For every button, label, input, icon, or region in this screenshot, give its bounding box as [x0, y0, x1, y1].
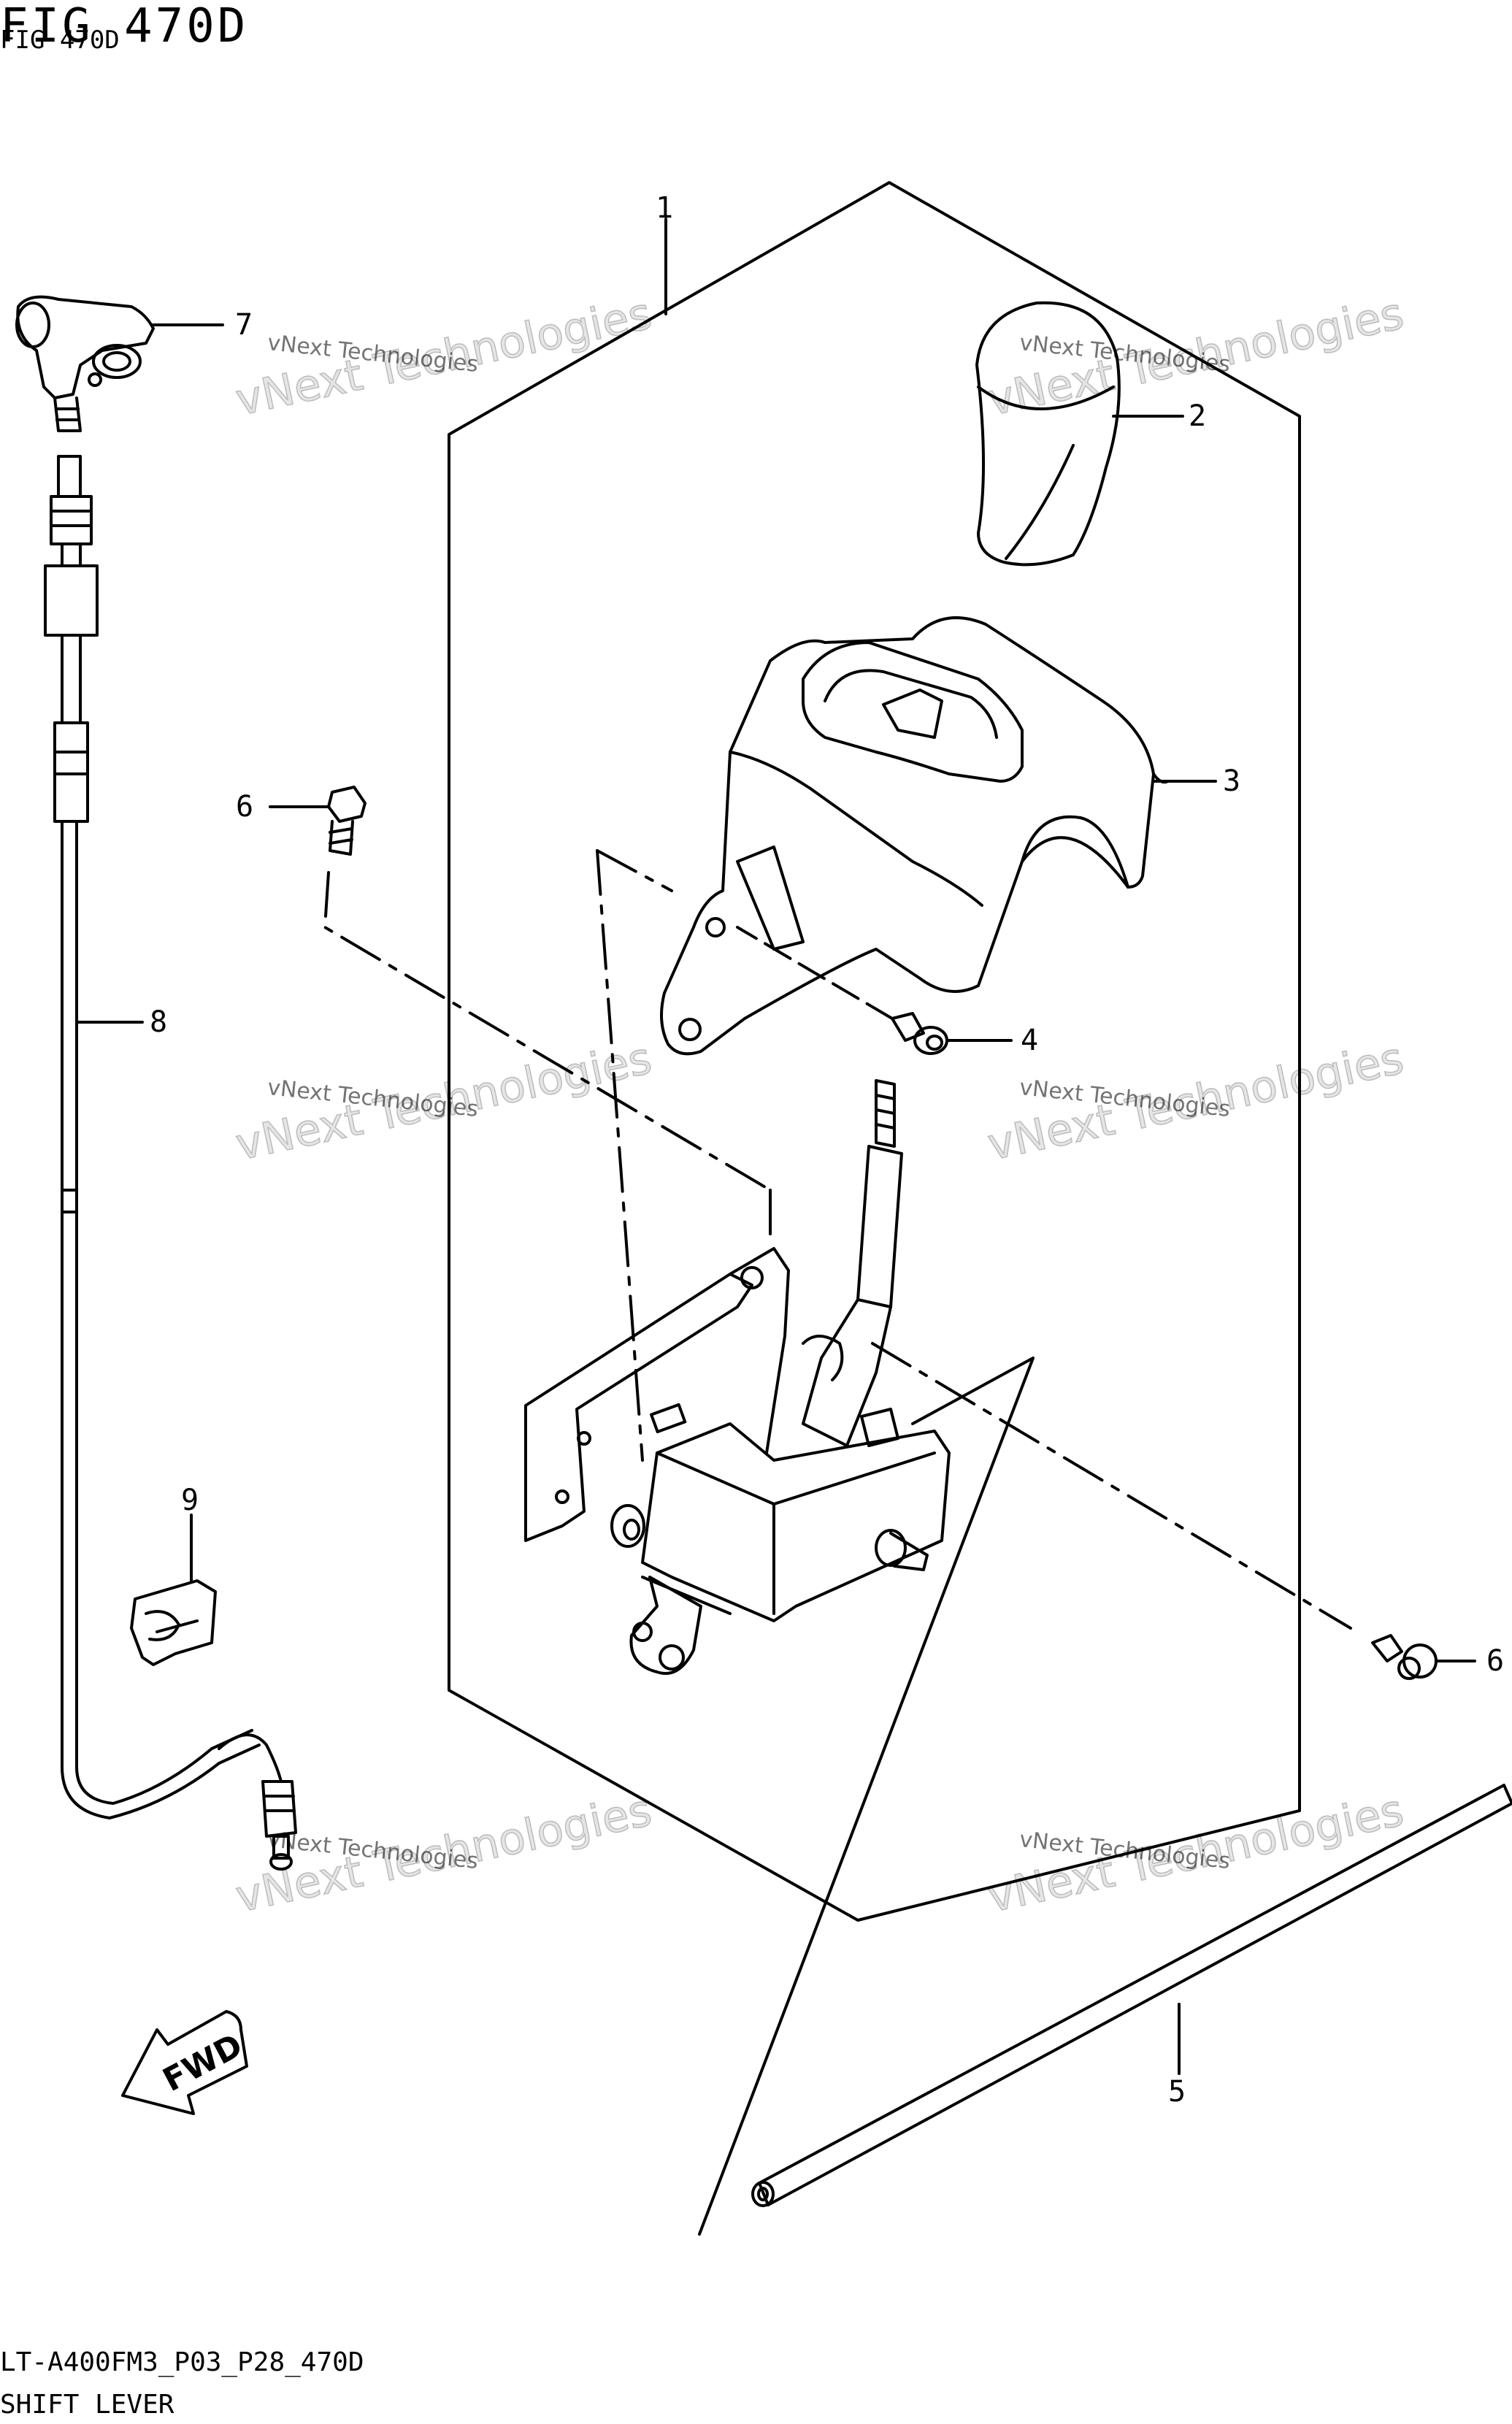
- cable-end-fitting: [15, 295, 224, 432]
- callout-4: 4: [1021, 1024, 1039, 1057]
- rod-5: [751, 1784, 1512, 2207]
- callout-7: 7: [235, 308, 253, 342]
- center-line-right: [871, 1342, 1352, 1630]
- bolt-6-lower: [1371, 1634, 1476, 1680]
- assembly-outline: [448, 181, 1301, 1922]
- callout-5: 5: [1168, 2075, 1186, 2109]
- center-line-left: [596, 849, 673, 1462]
- fwd-arrow: [121, 2010, 248, 2115]
- bolt-6-upper: [269, 786, 772, 1235]
- clip-9: [130, 1514, 217, 1666]
- rod-guide: [698, 1357, 1035, 2236]
- callout-6-lower: 6: [1486, 1644, 1505, 1678]
- cable-8: [44, 455, 297, 1871]
- footer-model-code: LT-A400FM3_P03_P28_470D: [0, 2347, 364, 2377]
- shift-cover: [660, 616, 1217, 1056]
- callout-3: 3: [1223, 764, 1241, 798]
- figure-title: FIG 470D: [0, 0, 249, 53]
- shift-lever-mechanism: [524, 1079, 951, 1675]
- shift-knob: [975, 301, 1184, 567]
- callout-9: 9: [181, 1484, 199, 1517]
- callout-2: 2: [1189, 399, 1207, 433]
- callout-1: 1: [656, 191, 674, 225]
- callout-6-upper: 6: [236, 790, 254, 824]
- figure-subtitle: FIG 470D: [0, 26, 120, 55]
- footer-part-name: SHIFT LEVER: [0, 2390, 174, 2420]
- bolt-4: [736, 926, 1013, 1055]
- callout-8: 8: [150, 1005, 168, 1039]
